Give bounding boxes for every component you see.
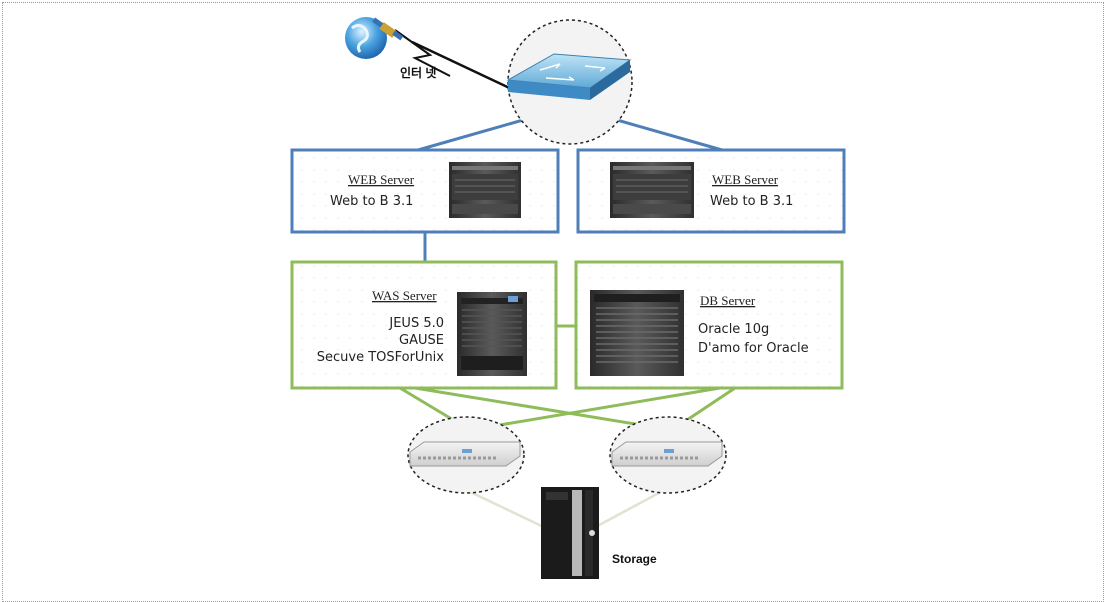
was-software-2: GAUSE	[399, 333, 444, 348]
storage-tower-icon	[541, 487, 599, 579]
storage-label: Storage	[612, 552, 657, 566]
db-software-1: Oracle 10g	[698, 322, 769, 337]
internet-label: 인터 넷	[400, 65, 436, 80]
switch-node	[506, 19, 633, 145]
db-software-2: D'amo for Oracle	[698, 341, 809, 356]
network-switch-icon	[506, 53, 632, 100]
web-server-left-box: WEB Server Web to B 3.1	[290, 148, 560, 234]
was-server-title: WAS Server	[372, 288, 437, 303]
link-was-san-right	[414, 386, 673, 432]
was-software-3: Secuve TOSForUnix	[317, 350, 445, 365]
web-server-left-title: WEB Server	[348, 172, 415, 187]
link-switch-web-right	[609, 116, 723, 152]
internet-lightning-icon	[394, 29, 451, 77]
server-rack-icon	[457, 292, 527, 376]
was-software-1: JEUS 5.0	[388, 316, 444, 331]
link-san-storage-right	[589, 486, 669, 532]
was-server-box: WAS Server JEUS 5.0 GAUSE Secuve TOSForU…	[290, 260, 558, 390]
web-server-right-box: WEB Server Web to B 3.1	[576, 148, 846, 234]
globe-satellite-icon	[345, 17, 404, 59]
db-server-title: DB Server	[700, 293, 756, 308]
network-diagram: 인터 넷 WEB Server Web to B 3.1 WEB Server …	[290, 17, 846, 579]
san-switch-right	[609, 416, 727, 494]
link-switch-web-left	[417, 116, 531, 152]
san-switch-left	[407, 416, 525, 494]
rack-switch-icon	[611, 441, 723, 467]
link-san-storage-left	[461, 486, 551, 532]
server-rack-icon	[610, 162, 694, 218]
db-server-box: DB Server Oracle 10g D'amo for Oracle	[574, 260, 844, 390]
rack-switch-icon	[409, 441, 521, 467]
web-server-left-software: Web to B 3.1	[330, 194, 413, 209]
link-db-san-left	[469, 386, 721, 432]
server-rack-icon	[449, 162, 521, 218]
web-server-right-title: WEB Server	[712, 172, 779, 187]
internet-link	[411, 40, 519, 94]
server-rack-icon	[590, 290, 684, 376]
web-server-right-software: Web to B 3.1	[710, 194, 793, 209]
